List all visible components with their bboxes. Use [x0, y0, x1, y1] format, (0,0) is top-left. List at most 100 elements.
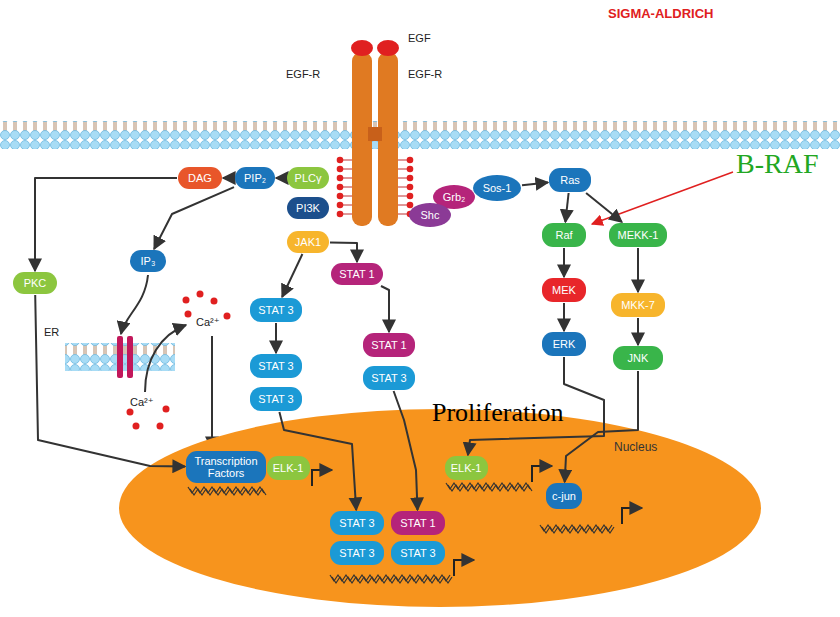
pathway-arrow [586, 193, 622, 222]
node-label: STAT 3 [371, 372, 406, 384]
process-box: MEKK-1 [609, 223, 667, 247]
node-label: STAT 3 [258, 360, 293, 372]
organelle-label: ER [44, 326, 59, 338]
node-label: MEK [552, 284, 576, 296]
node-label: STAT 1 [339, 268, 374, 280]
process-box: STAT 3 [330, 541, 384, 565]
nucleus-label: Nucleus [614, 440, 657, 454]
node-label: Shc [421, 209, 440, 221]
process-box: STAT 1 [391, 511, 445, 535]
receptor-label: EGF-R [408, 68, 442, 80]
calcium-arrow [211, 336, 213, 449]
node-label: Grb₂ [443, 191, 466, 203]
watermark: SIGMA-ALDRICH [608, 6, 713, 21]
node-label: JAK1 [295, 236, 321, 248]
calcium-ions [127, 291, 231, 430]
node-label: STAT 3 [339, 517, 374, 529]
process-box: PKC [13, 272, 57, 294]
receptor-link [368, 127, 382, 141]
pathway-arrow [381, 286, 389, 332]
node-label: PKC [24, 277, 47, 289]
node-label: JNK [628, 352, 649, 364]
pathway-arrow [565, 193, 568, 222]
process-box: MKK-7 [611, 293, 665, 317]
nucleus-shape [118, 408, 762, 608]
process-oval: Shc [409, 203, 451, 227]
process-box: STAT 1 [331, 263, 383, 285]
pathway-arrow [522, 182, 548, 185]
node-label: ELK-1 [451, 462, 482, 474]
pathway-arrow [276, 177, 286, 179]
node-label: STAT 3 [339, 547, 374, 559]
process-box: IP₃ [130, 250, 166, 272]
node-label: ERK [553, 338, 576, 350]
ip3-arrow [121, 275, 148, 334]
annotation: Proliferation [432, 398, 563, 428]
process-box: c-jun [546, 483, 582, 509]
process-box: STAT 3 [363, 366, 415, 390]
pathway-arrow [330, 242, 357, 262]
plasma-membrane [0, 121, 840, 149]
process-oval: Sos-1 [473, 175, 521, 201]
ligand-label: EGF [408, 32, 431, 44]
node-label: STAT 3 [258, 393, 293, 405]
pathway-arrow [563, 248, 565, 277]
process-box: STAT 3 [391, 541, 445, 565]
pathway-arrow [282, 254, 302, 297]
node-label: Transcription Factors [190, 455, 262, 479]
process-box: MEK [542, 278, 586, 302]
pathway-arrow [35, 295, 185, 467]
process-box: JNK [613, 346, 663, 370]
node-label: IP₃ [141, 255, 156, 267]
pathway-arrow [154, 187, 234, 249]
ion-label: Ca²⁺ [130, 396, 154, 409]
pathway-arrow [35, 178, 177, 271]
ip3-channel [127, 336, 133, 378]
node-label: MKK-7 [621, 299, 655, 311]
node-label: PLCγ [295, 172, 322, 184]
pathway-arrow [637, 318, 639, 345]
callout-arrow [592, 172, 733, 224]
node-label: Ras [560, 174, 580, 186]
process-box: DAG [178, 167, 222, 189]
node-label: STAT 1 [400, 517, 435, 529]
phospho-sites [337, 157, 414, 218]
ion-label: Ca²⁺ [196, 316, 220, 329]
process-box: STAT 3 [250, 354, 302, 378]
ip3-channel [117, 336, 123, 378]
node-label: c-jun [552, 490, 576, 502]
receptor-label: EGF-R [286, 68, 320, 80]
pathway-arrow [223, 177, 234, 179]
process-box: ELK-1 [445, 456, 488, 480]
process-box: ERK [542, 332, 586, 356]
process-box: PLCγ [287, 167, 329, 189]
process-box: Ras [549, 168, 591, 192]
calcium-arrow [145, 325, 186, 392]
node-label: PIP₂ [244, 172, 266, 184]
process-box: STAT 1 [363, 333, 415, 357]
node-label: STAT 3 [258, 304, 293, 316]
egf-ligand [351, 40, 373, 56]
process-box: JAK1 [287, 231, 329, 253]
nucleus: NucleusTranscription Factors ELK-1 ELK-1 c-… [118, 408, 762, 608]
process-box: ELK-1 [267, 456, 310, 480]
node-label: ELK-1 [273, 462, 304, 474]
process-box: Raf [542, 223, 586, 247]
node-label: STAT 3 [400, 547, 435, 559]
node-label: STAT 1 [371, 339, 406, 351]
process-box: PIP₂ [235, 167, 275, 189]
process-box: Transcription Factors [186, 451, 266, 483]
node-label: Sos-1 [483, 182, 512, 194]
egf-ligand [377, 40, 399, 56]
pathway-arrow [637, 248, 639, 292]
node-label: MEKK-1 [618, 229, 659, 241]
process-box: STAT 3 [330, 511, 384, 535]
process-box: STAT 3 [250, 298, 302, 322]
node-label: PI3K [296, 202, 320, 214]
process-box: STAT 3 [250, 387, 302, 411]
pathway-arrow [563, 303, 565, 331]
node-label: Raf [555, 229, 572, 241]
node-label: DAG [188, 172, 212, 184]
pathway-arrow [275, 323, 277, 353]
